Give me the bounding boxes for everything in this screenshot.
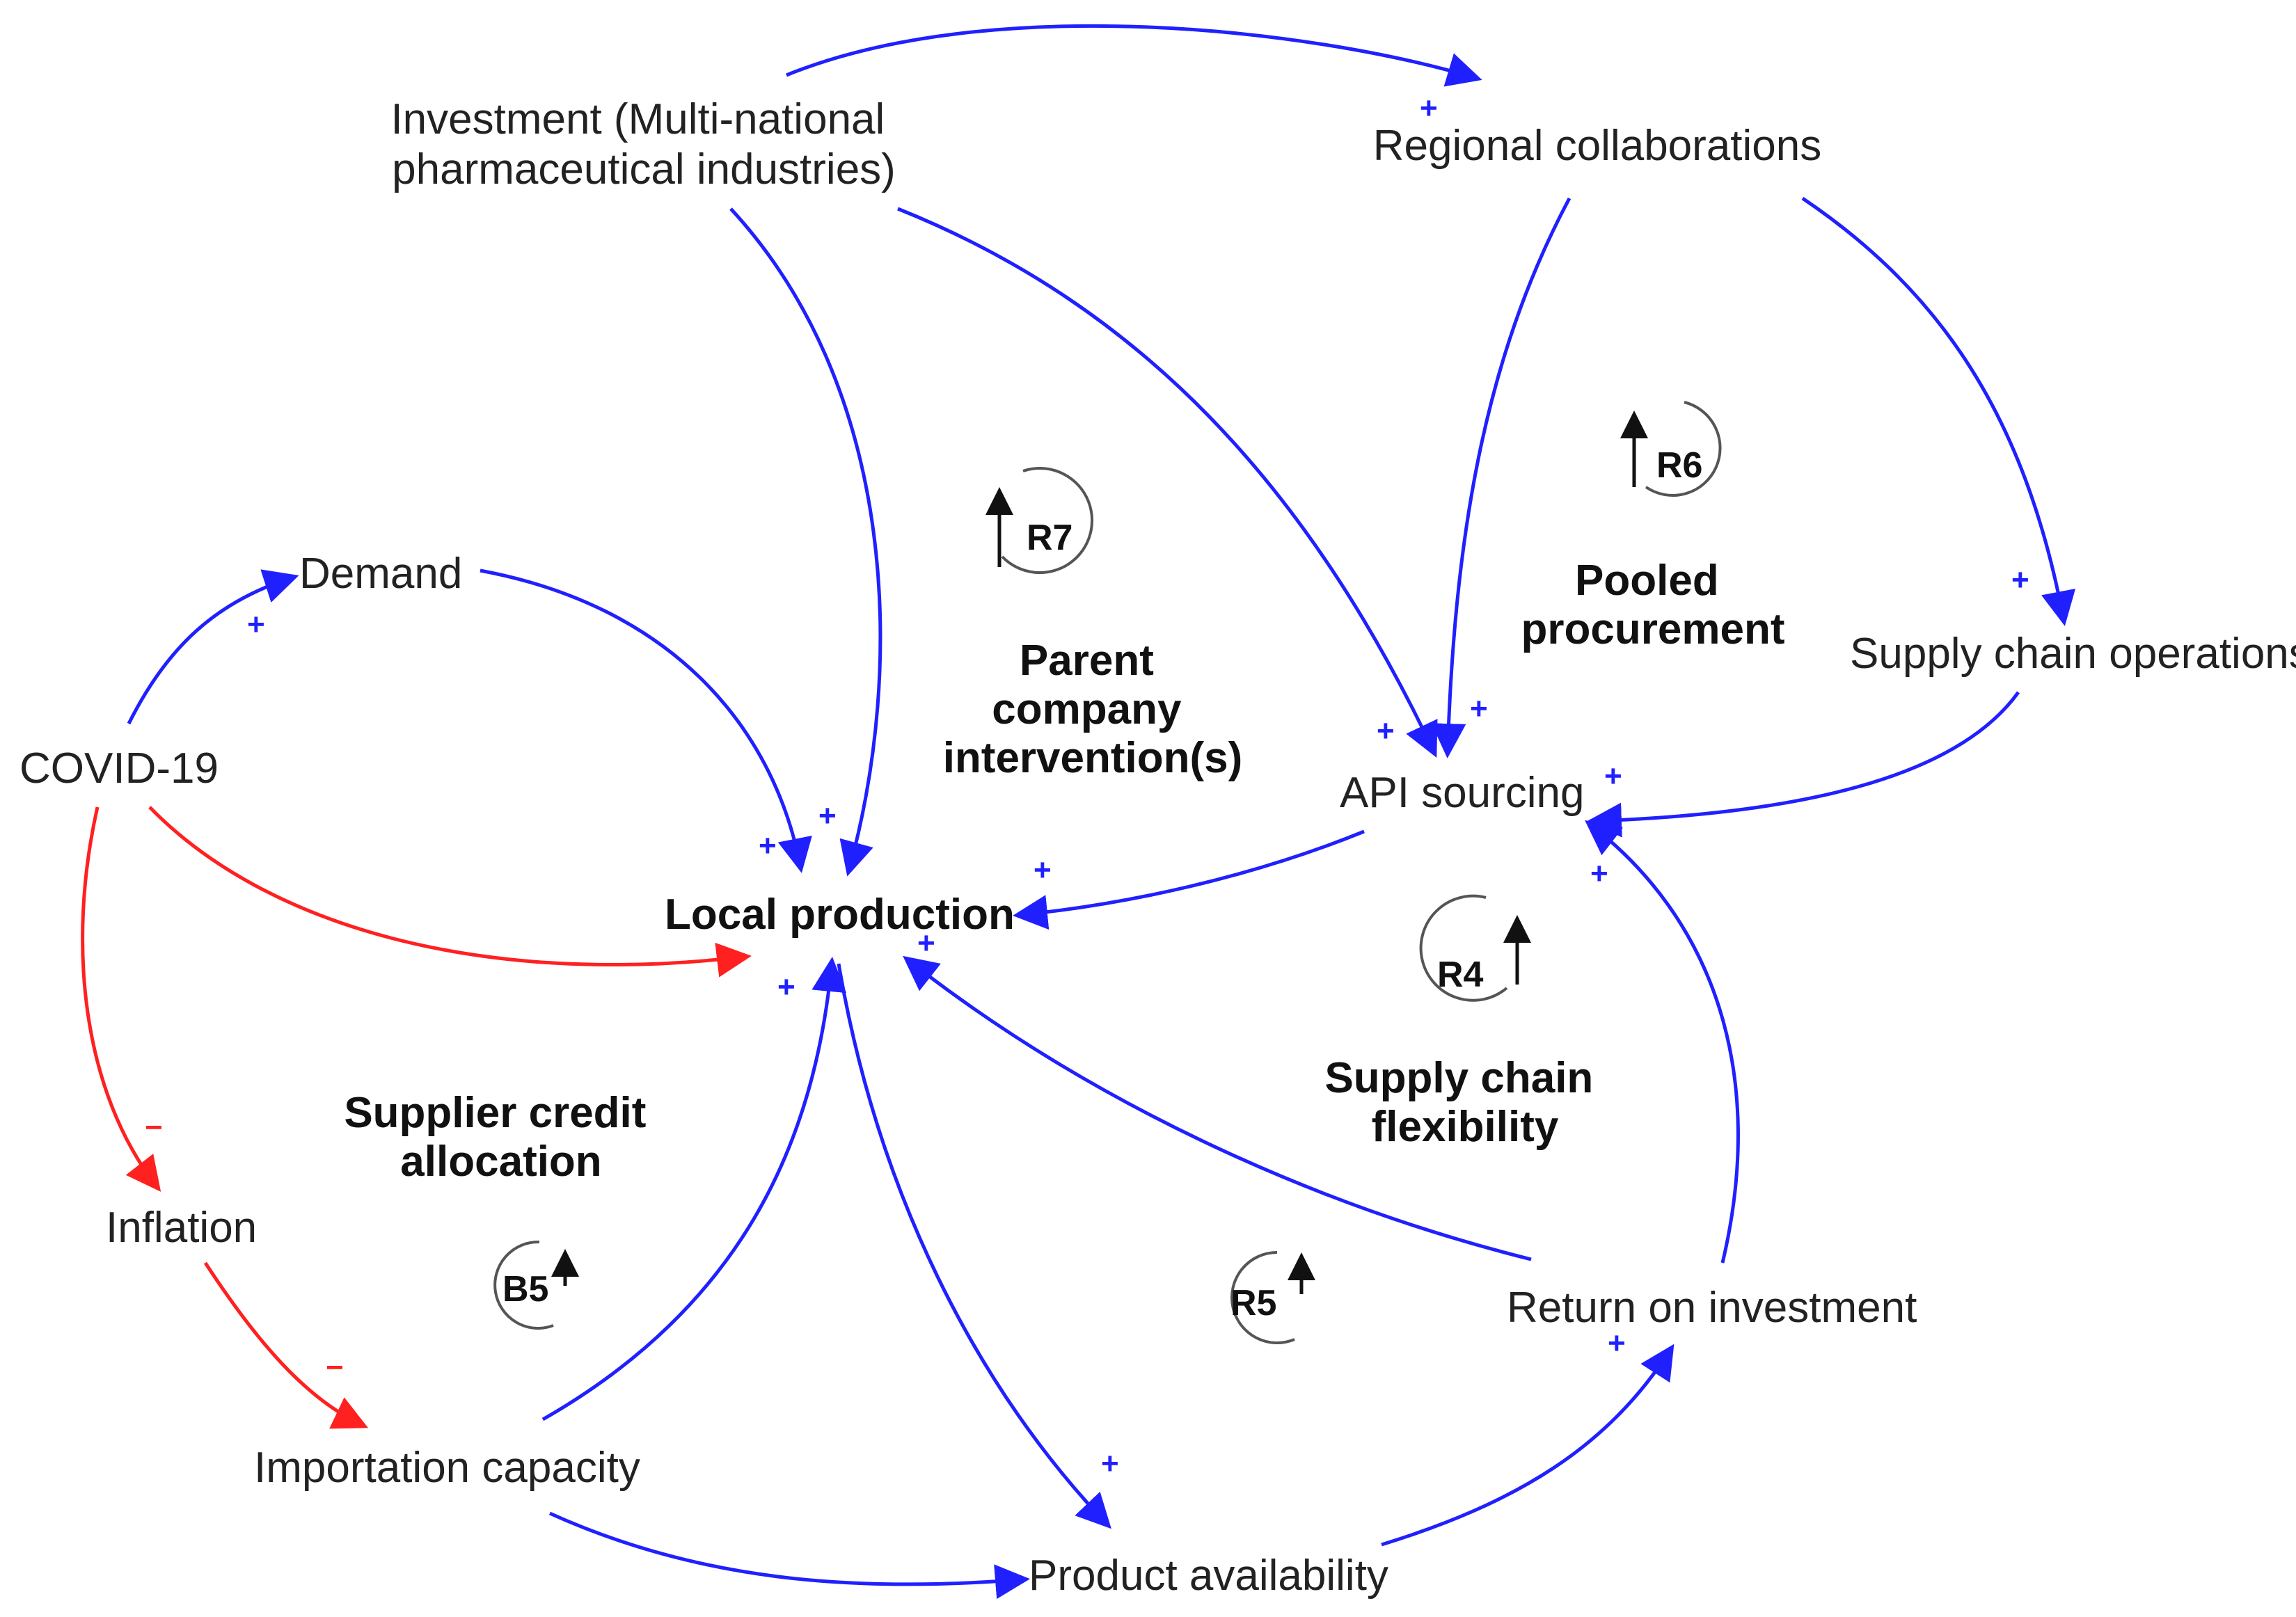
polarity-sign: − [145, 1110, 163, 1145]
node-investment-line: pharmaceutical industries) [392, 145, 896, 193]
loop-name-line: company [992, 685, 1182, 733]
link-investment-to-regional-collaborations [786, 24, 1482, 87]
loop-id: R4 [1437, 955, 1484, 995]
loop-arrow-icon [1419, 894, 1508, 1002]
loop-id: R7 [1027, 518, 1072, 558]
loop-r7: R7 Parent company intervention(s) [943, 467, 1243, 782]
node-covid19: COVID-19 [19, 744, 219, 792]
loop-arrow-icon [1001, 467, 1094, 574]
polarity-sign: + [917, 926, 935, 960]
link-covid-to-local-production [148, 806, 752, 978]
polarity-sign: − [326, 1351, 344, 1385]
link-return-on-investment-to-local-production [903, 955, 1532, 1261]
link-importation-capacity-to-local-production [541, 957, 847, 1421]
node-inflation: Inflation [106, 1204, 257, 1252]
node-api-sourcing: API sourcing [1340, 769, 1585, 817]
polarity-sign: + [759, 829, 777, 863]
loop-arrow-icon [1230, 1251, 1295, 1344]
polarity-sign: + [1101, 1447, 1119, 1481]
loop-r5: R5 [1230, 1251, 1315, 1344]
loop-id: R5 [1230, 1283, 1276, 1323]
link-local-production-to-product-availability [837, 963, 1111, 1529]
loop-name-line: Parent [1020, 637, 1154, 685]
link-importation-capacity-to-product-availability [548, 1511, 1030, 1600]
nodes: Investment (Multi-national pharmaceutica… [19, 95, 2296, 1600]
polarity-sign: + [1470, 692, 1488, 726]
polarity-sign: + [247, 607, 265, 642]
polarity-sign: + [1034, 853, 1052, 887]
link-investment-to-api-sourcing [897, 207, 1438, 758]
loop-b5: B5 Supplier credit allocation [344, 1089, 658, 1330]
loop-name-line: Supply chain [1324, 1054, 1593, 1102]
loop-name: Pooled procurement [1521, 557, 1785, 653]
polarity-sign: + [818, 799, 837, 833]
link-supply-chain-operations-to-api-sourcing [1587, 691, 2020, 838]
polarity-sign: + [2011, 563, 2029, 597]
polarity-sign: + [1377, 714, 1395, 748]
loop-name: Supply chain flexibility [1324, 1054, 1605, 1151]
loop-name-line: flexibility [1372, 1103, 1559, 1151]
link-regional-collaborations-to-supply-chain-operations [1801, 196, 2076, 626]
link-covid-to-inflation [81, 806, 161, 1192]
node-investment: Investment (Multi-national pharmaceutica… [390, 95, 896, 193]
link-investment-to-local-production [729, 207, 882, 877]
link-regional-collaborations-to-api-sourcing [1431, 197, 1571, 758]
loop-name-line: Pooled [1575, 557, 1719, 605]
node-importation-capacity: Importation capacity [254, 1444, 640, 1492]
node-product-availability: Product availability [1029, 1552, 1388, 1600]
polarity-sign: + [777, 970, 795, 1004]
loop-id: B5 [502, 1269, 548, 1309]
link-demand-to-local-production [480, 568, 812, 873]
loop-name: Parent company intervention(s) [943, 637, 1243, 782]
node-return-on-investment: Return on investment [1507, 1284, 1917, 1332]
node-demand: Demand [299, 550, 462, 598]
loop-name: Supplier credit allocation [344, 1089, 658, 1186]
polarity-sign: + [1420, 91, 1438, 125]
loop-r6: R6 Pooled procurement [1521, 401, 1785, 653]
loop-name-line: allocation [400, 1138, 601, 1186]
polarity-sign: + [1608, 1326, 1626, 1360]
loop-arrow-icon [1645, 401, 1722, 497]
loop-r4: R4 Supply chain flexibility [1324, 894, 1605, 1151]
loop-name-line: intervention(s) [943, 734, 1243, 782]
link-covid-to-demand [127, 569, 299, 725]
node-local-production: Local production [665, 891, 1015, 939]
node-investment-line: Investment (Multi-national [390, 95, 885, 143]
link-api-sourcing-to-local-production [1013, 829, 1365, 930]
links [81, 24, 2076, 1600]
loop-arrow-icon [493, 1240, 554, 1330]
loop-id: R6 [1656, 445, 1702, 486]
node-regional-collaborations: Regional collaborations [1373, 122, 1822, 170]
polarity-signs: + + + + + + + + + + + + − − + + [145, 91, 2029, 1481]
node-supply-chain-operations: Supply chain operations [1850, 630, 2296, 678]
link-return-on-investment-to-api-sourcing [1585, 820, 1740, 1264]
polarity-sign: + [1604, 759, 1622, 793]
link-product-availability-to-return-on-investment [1381, 1344, 1675, 1547]
polarity-sign: + [1590, 857, 1608, 891]
loop-name-line: Supplier credit [344, 1089, 646, 1137]
loop-name-line: procurement [1521, 605, 1785, 653]
link-inflation-to-importation-capacity [203, 1261, 369, 1429]
